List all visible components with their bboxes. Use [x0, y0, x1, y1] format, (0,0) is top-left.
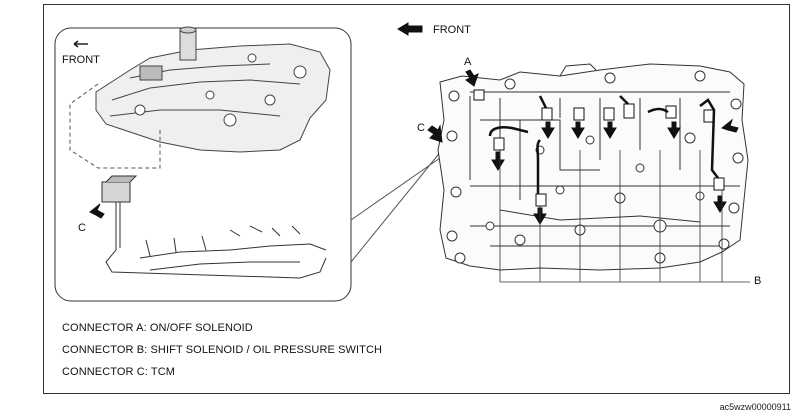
reference-code: ac5wzw00000911: [719, 402, 791, 412]
inset-wiring-harness: [101, 175, 327, 279]
inset-leader-dashed: [69, 83, 161, 169]
callout-b: B: [754, 275, 762, 287]
connector-a: [473, 89, 485, 101]
callout-c-inset: C: [78, 222, 86, 234]
wiring: [488, 95, 719, 194]
connector-arrows: [427, 69, 739, 225]
legend-connector-a: CONNECTOR A: ON/OFF SOLENOID: [62, 322, 253, 334]
callout-c-main: C: [417, 122, 425, 134]
inset-front-arrow: [73, 40, 88, 48]
legend-connector-b: CONNECTOR B: SHIFT SOLENOID / OIL PRESSU…: [62, 344, 383, 356]
inset-front-label: FRONT: [62, 54, 100, 66]
zoom-lines: [350, 149, 443, 263]
callout-a: A: [464, 56, 472, 68]
legend-connector-c: CONNECTOR C: TCM: [62, 366, 176, 378]
inset-valve-body: [95, 26, 331, 153]
front-label: FRONT: [433, 24, 471, 36]
front-arrow: [397, 22, 423, 36]
inset-callout-c-arrow: [89, 203, 105, 219]
connectors-b: [493, 103, 725, 207]
leader-lines-b: [499, 150, 750, 283]
